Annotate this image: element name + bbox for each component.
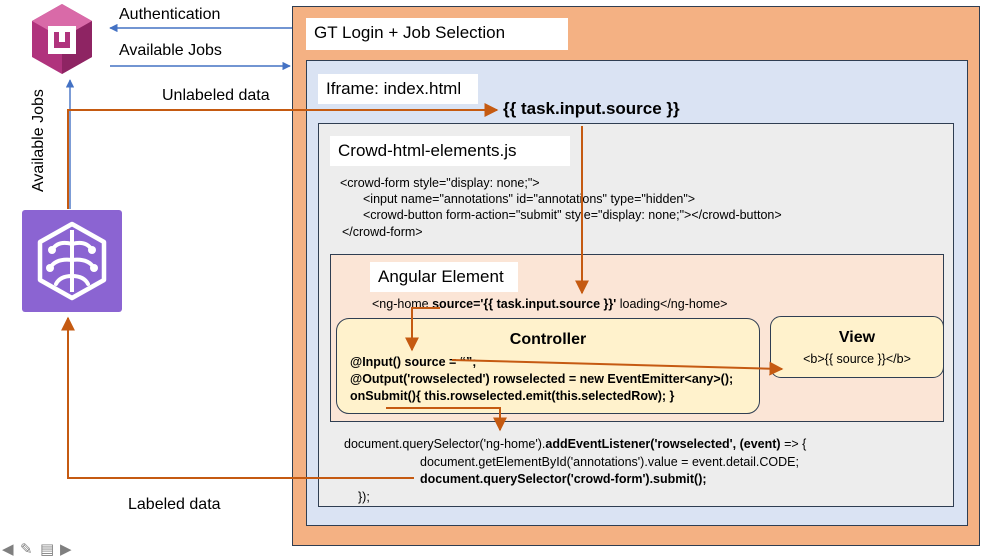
available-jobs-vertical-label: Available Jobs xyxy=(30,89,47,192)
crowd-line-4: </crowd-form> xyxy=(342,225,423,239)
listener-l1-post: => { xyxy=(780,437,807,451)
ng-home-line: <ng-home source='{{ task.input.source }}… xyxy=(372,296,727,312)
ng-home-pre: <ng-home xyxy=(372,297,433,311)
listener-line-1: document.querySelector('ng-home').addEve… xyxy=(344,436,806,452)
crowd-title: Crowd-html-elements.js xyxy=(330,136,570,166)
pen-icon[interactable]: ✎ xyxy=(20,541,33,558)
available-jobs-label: Available Jobs xyxy=(119,42,222,59)
iframe-title: Iframe: index.html xyxy=(318,74,478,104)
angular-title: Angular Element xyxy=(370,262,518,292)
controller-line-1: @Input() source = “”; xyxy=(350,355,477,369)
ng-home-post: loading</ng-home> xyxy=(616,297,728,311)
view-code: <b>{{ source }}</b> xyxy=(803,352,911,366)
notes-icon[interactable]: ▤ xyxy=(40,541,55,558)
listener-line-4: }); xyxy=(358,490,370,504)
unlabeled-data-label: Unlabeled data xyxy=(162,87,270,104)
sagemaker-brain-icon xyxy=(22,210,122,312)
labeled-data-label: Labeled data xyxy=(128,496,221,513)
ng-home-source: source='{{ task.input.source }}' xyxy=(432,297,617,311)
listener-l1-pre: document.querySelector('ng-home'). xyxy=(344,437,546,451)
gt-title: GT Login + Job Selection xyxy=(306,18,568,50)
controller-title: Controller xyxy=(509,331,587,348)
view-title: View xyxy=(838,329,876,346)
nav-back-icon[interactable]: ◀ xyxy=(2,541,14,558)
listener-l1-bold: addEventListener('rowselected', (event) xyxy=(545,437,781,451)
controller-line-3: onSubmit(){ this.rowselected.emit(this.s… xyxy=(350,389,675,403)
crowd-line-3: <crowd-button form-action="submit" style… xyxy=(363,208,782,222)
crowd-line-2: <input name="annotations" id="annotation… xyxy=(363,192,696,206)
source-expression: {{ task.input.source }} xyxy=(503,99,680,118)
listener-line-2: document.getElementById('annotations').v… xyxy=(420,455,799,469)
crowd-line-1: <crowd-form style="display: none;"> xyxy=(340,176,540,190)
view-box xyxy=(770,316,944,378)
listener-line-3: document.querySelector('crowd-form').sub… xyxy=(420,472,707,486)
nav-forward-icon[interactable]: ▶ xyxy=(60,541,72,558)
authentication-label: Authentication xyxy=(119,6,221,23)
cognito-icon xyxy=(32,4,92,74)
controller-line-2: @Output('rowselected') rowselected = new… xyxy=(350,372,734,386)
